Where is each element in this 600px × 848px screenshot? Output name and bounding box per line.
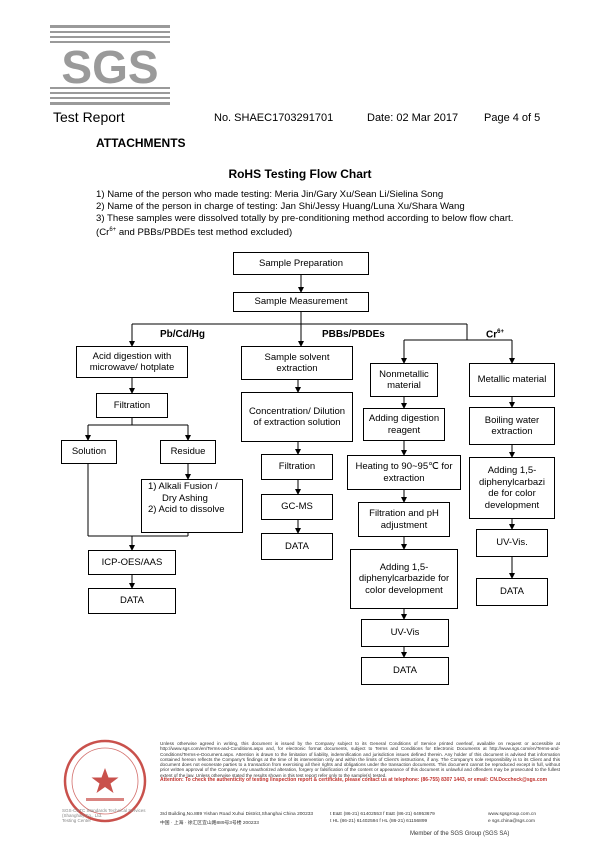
flowchart-title: RoHS Testing Flow Chart	[228, 167, 372, 181]
data-mid-box: DATA	[261, 533, 333, 560]
note-line-1: 1) Name of the person who made testing: …	[96, 189, 444, 200]
solvent-extraction-box: Sample solvent extraction	[241, 346, 353, 380]
lab-name: SGS-CSTC Standards Technical Services (S…	[62, 808, 146, 823]
alkali-fusion-box: 1) Alkali Fusion / Dry Ashing 2) Acid to…	[141, 479, 243, 533]
sample-measurement-box: Sample Measurement	[233, 292, 369, 312]
icp-oes-box: ICP-OES/AAS	[88, 550, 176, 575]
branch-label-cr: Cr6+	[486, 329, 504, 341]
phone-en: t E&E (86-21) 61402553 f E&E (86-21) 649…	[330, 812, 435, 817]
adding-digestion-box: Adding digestion reagent	[363, 408, 445, 441]
address-english: 3rd Building,No.889 Yishan Road Xuhui Di…	[160, 812, 314, 817]
address-chinese: 中国 · 上海 · 徐汇区宜山路889号3号楼 200233	[160, 821, 259, 826]
adding-dpc-box-b: Adding 1,5-diphenylcarbazi de for color …	[469, 457, 555, 519]
authenticity-notice: Attention: To check the authenticity of …	[160, 777, 548, 784]
branch-label-metals: Pb/Cd/Hg	[160, 329, 205, 340]
svg-text:SGS: SGS	[61, 41, 158, 93]
adding-dpc-box-a: Adding 1,5-diphenylcarbazide for color d…	[350, 549, 458, 609]
solution-box: Solution	[61, 440, 117, 464]
uvvis-box-a: UV-Vis	[361, 619, 449, 647]
data-box-b: DATA	[476, 578, 548, 606]
page-number: Page 4 of 5	[484, 112, 541, 124]
metallic-box: Metallic material	[469, 363, 555, 397]
report-title: Test Report	[53, 109, 125, 125]
report-number: No. SHAEC1703291701	[214, 112, 334, 124]
residue-box: Residue	[160, 440, 216, 464]
boiling-water-box: Boiling water extraction	[469, 407, 555, 445]
gcms-box: GC-MS	[261, 494, 333, 520]
heating-box: Heating to 90~95℃ for extraction	[347, 455, 461, 490]
phone-hl: t HL (86-21) 61402594 f HL (86-21) 61156…	[330, 819, 428, 824]
nonmetallic-box: Nonmetallic material	[370, 363, 438, 397]
filtration-left-box: Filtration	[96, 393, 168, 418]
uvvis-box-b: UV-Vis.	[476, 529, 548, 557]
data-box-a: DATA	[361, 657, 449, 685]
email-link[interactable]: e sgs.china@sgs.com	[488, 819, 535, 824]
note-line-4: (Cr6+ and PBBs/PBDEs test method exclude…	[96, 227, 293, 239]
data-left-box: DATA	[88, 588, 176, 614]
sgs-logo: SGS	[50, 25, 170, 105]
legal-disclaimer: Unless otherwise agreed in writing, this…	[160, 741, 560, 784]
report-date: Date: 02 Mar 2017	[367, 112, 459, 124]
sample-preparation-box: Sample Preparation	[233, 252, 369, 275]
website-link[interactable]: www.sgsgroup.com.cn	[488, 812, 536, 817]
concentration-box: Concentration/ Dilution of extraction so…	[241, 392, 353, 442]
branch-label-pbb: PBBs/PBDEs	[322, 329, 385, 340]
acid-digestion-box: Acid digestion with microwave/ hotplate	[76, 346, 188, 378]
official-stamp	[63, 739, 147, 823]
member-line: Member of the SGS Group (SGS SA)	[410, 831, 510, 837]
note-line-3: 3) These samples were dissolved totally …	[96, 213, 514, 224]
filtration-mid-box: Filtration	[261, 454, 333, 480]
note-line-2: 2) Name of the person in charge of testi…	[96, 201, 465, 212]
section-heading: ATTACHMENTS	[96, 136, 186, 150]
filtration-ph-box: Filtration and pH adjustment	[358, 502, 450, 537]
